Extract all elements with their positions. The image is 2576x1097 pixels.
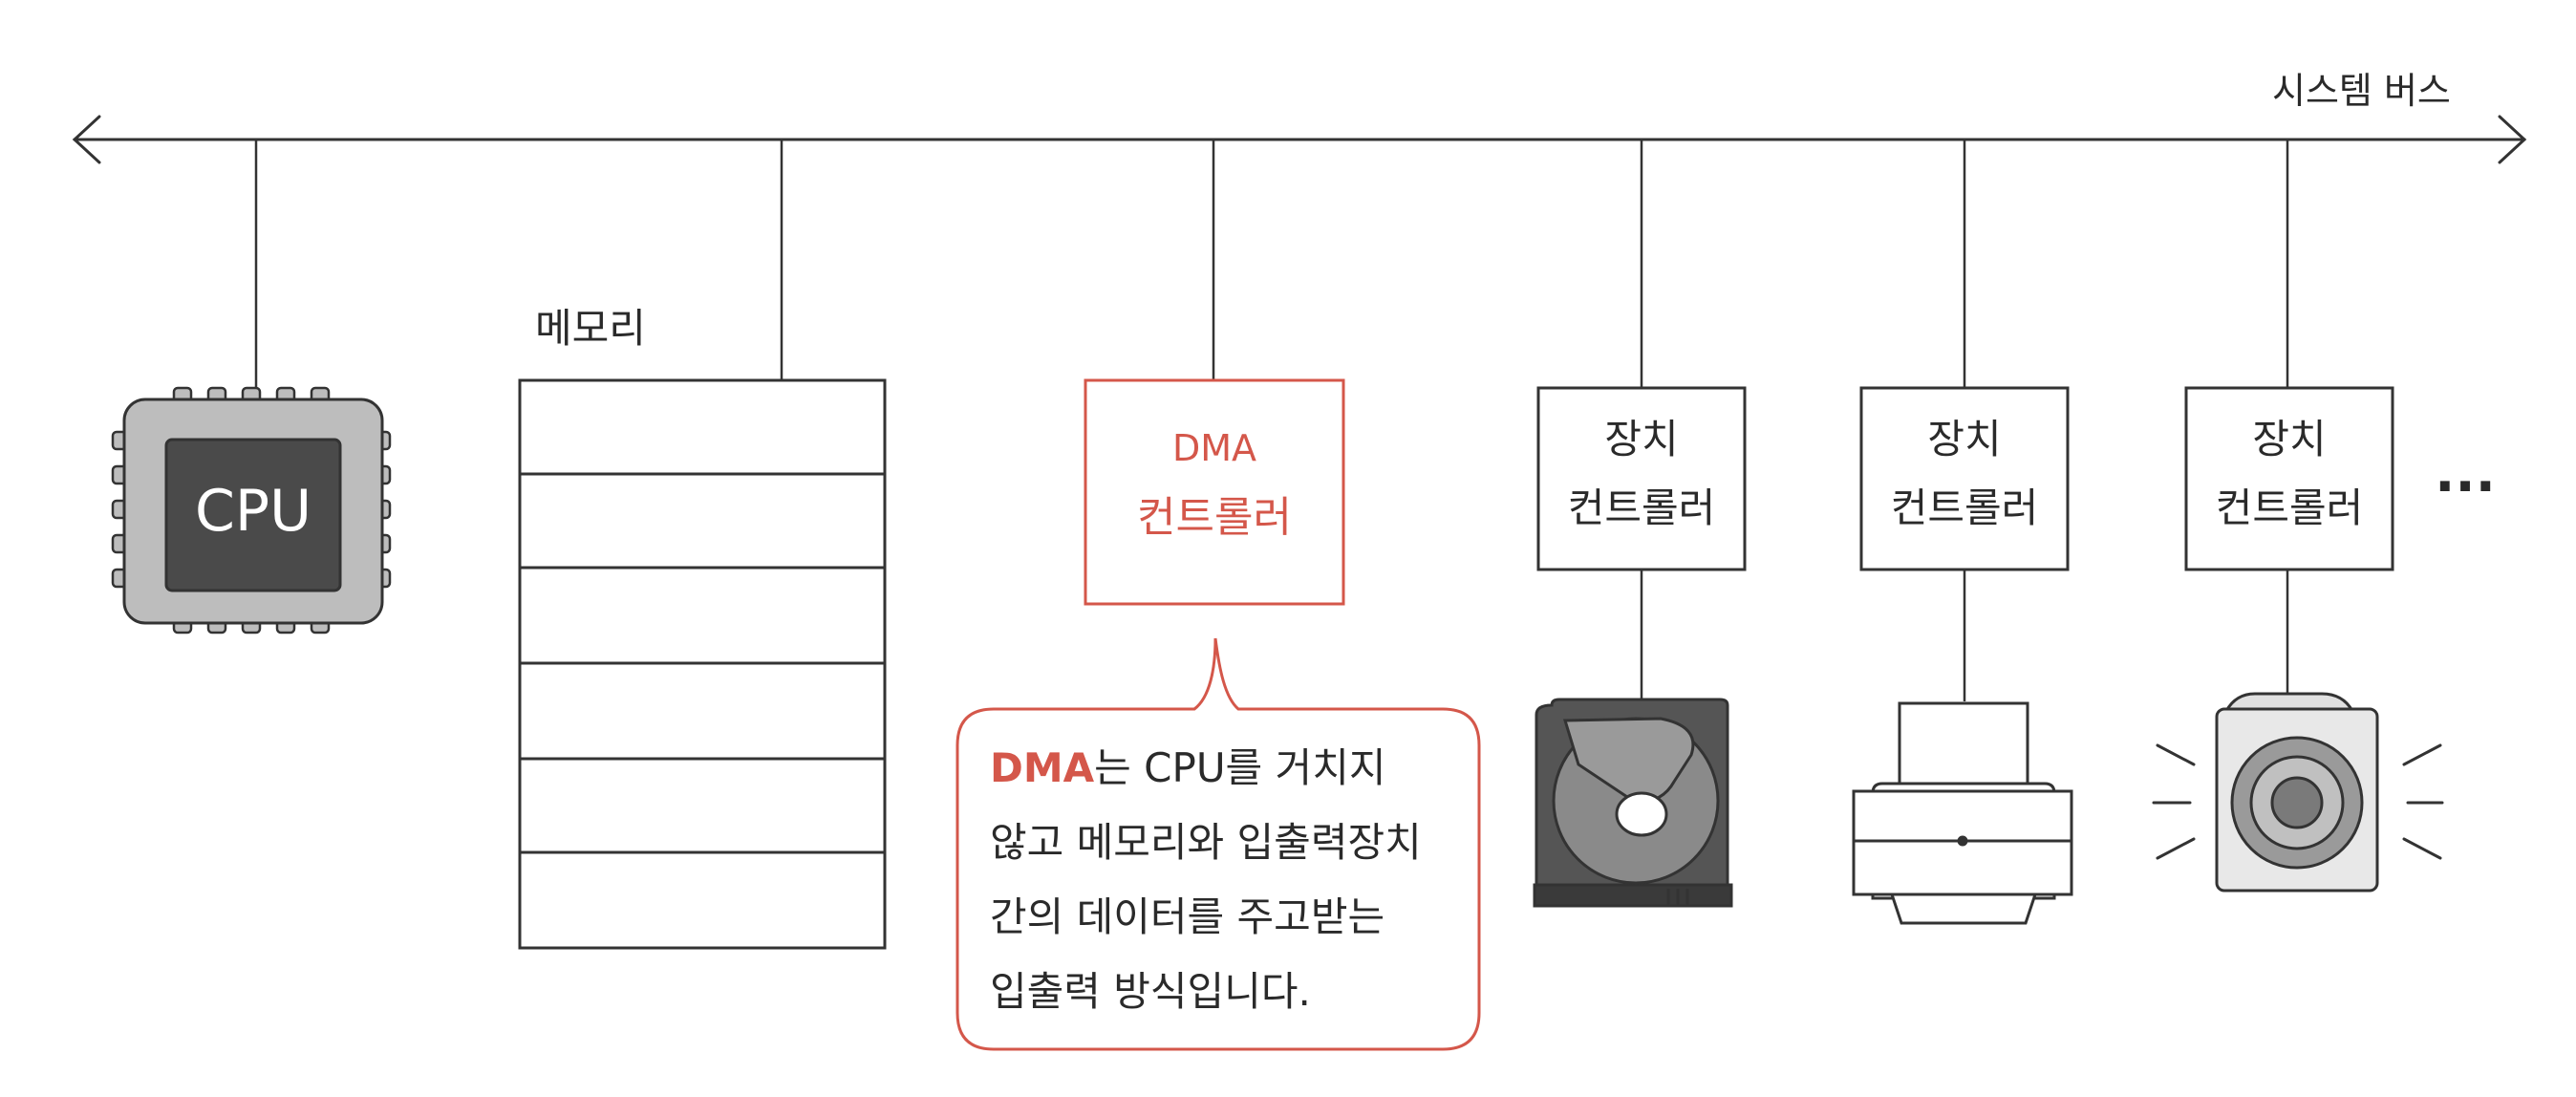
- memory-block: [518, 378, 887, 950]
- callout-line1: DMA는 CPU를 거치지: [990, 744, 1385, 791]
- dma-callout-bubble: [955, 637, 1481, 1051]
- callout-line1-rest: 는 CPU를 거치지: [1094, 744, 1385, 791]
- callout-line4: 입출력 방식입니다.: [990, 968, 1311, 1015]
- system-bus-label: 시스템 버스: [2272, 70, 2451, 112]
- dma-controller-box: [1084, 378, 1345, 606]
- device-controller-2-line2: 컨트롤러: [1891, 484, 2039, 531]
- device-controller-2-line1: 장치: [1927, 416, 2001, 462]
- device-controller-1: 장치 컨트롤러: [1536, 386, 1747, 571]
- callout-highlight: DMA: [990, 744, 1095, 791]
- cpu-chip-icon: [111, 386, 392, 635]
- cpu-label: CPU: [195, 478, 311, 545]
- device-controller-3: 장치 컨트롤러: [2184, 386, 2394, 571]
- device-connectors: [1640, 570, 2289, 701]
- device-controller-1-line2: 컨트롤러: [1568, 484, 1716, 531]
- bus-connectors: [254, 140, 2289, 390]
- memory-label: 메모리: [535, 305, 646, 352]
- device-controller-2: 장치 컨트롤러: [1859, 386, 2070, 571]
- printer-icon: [1852, 701, 2073, 925]
- device-controller-3-line1: 장치: [2252, 416, 2326, 462]
- device-controller-1-line1: 장치: [1604, 416, 1678, 462]
- device-controller-3-line2: 컨트롤러: [2216, 484, 2364, 531]
- more-controllers-ellipsis: ···: [2435, 456, 2496, 518]
- dma-controller-line2: 컨트롤러: [1137, 493, 1292, 542]
- dma-controller-line1: DMA: [1172, 427, 1256, 469]
- callout-line2: 않고 메모리와 입출력장치: [990, 819, 1422, 866]
- callout-line3: 간의 데이터를 주고받는: [990, 893, 1385, 940]
- hard-disk-icon: [1533, 698, 1733, 908]
- speaker-icon: [2152, 692, 2444, 893]
- system-bus: [72, 115, 2527, 164]
